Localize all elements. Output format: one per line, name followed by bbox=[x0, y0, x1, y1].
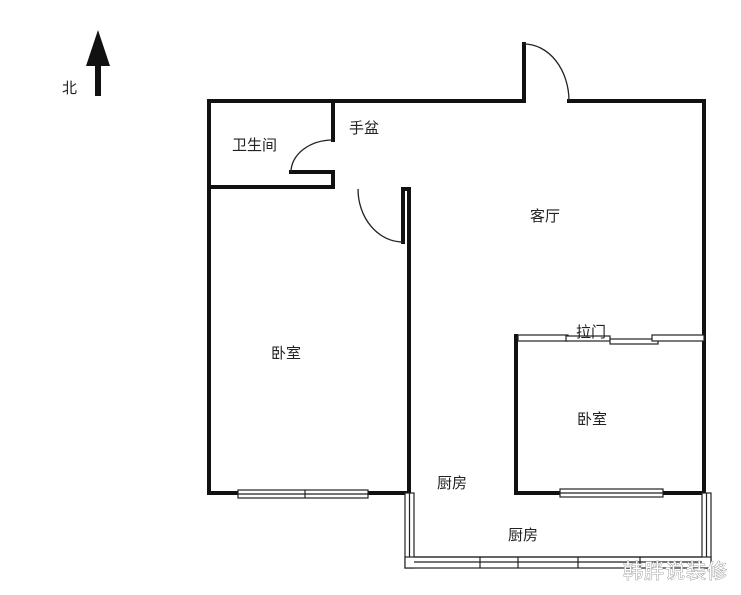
room-label-sliding-door: 拉门 bbox=[576, 323, 606, 341]
compass-label: 北 bbox=[62, 79, 77, 97]
walls bbox=[207, 42, 706, 495]
doors bbox=[290, 43, 570, 243]
room-label-kitchen-balcony: 厨房 bbox=[508, 526, 538, 544]
room-label-bedroom-west: 卧室 bbox=[271, 344, 301, 362]
north-arrow-icon bbox=[86, 30, 110, 96]
room-label-bathroom: 卫生间 bbox=[232, 136, 277, 154]
sliding-door bbox=[517, 334, 705, 345]
room-label-bedroom-east: 卧室 bbox=[577, 410, 607, 428]
room-label-washbasin: 手盆 bbox=[349, 119, 379, 137]
windows bbox=[237, 488, 712, 569]
room-label-kitchen-inner: 厨房 bbox=[437, 474, 467, 492]
room-label-living-room: 客厅 bbox=[530, 207, 560, 225]
watermark: 韩胖说装修 bbox=[623, 559, 728, 583]
